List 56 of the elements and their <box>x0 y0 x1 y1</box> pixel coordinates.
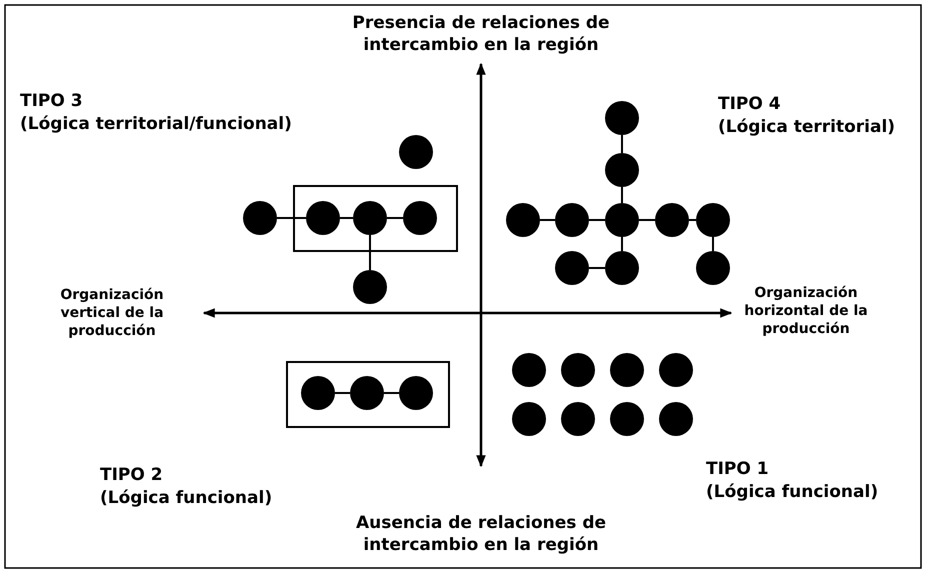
dot <box>696 203 730 237</box>
dot <box>399 135 433 169</box>
dot <box>555 203 589 237</box>
connector-line <box>540 219 555 221</box>
connector-line <box>340 217 353 219</box>
connector-line <box>335 392 350 394</box>
dot <box>353 201 387 235</box>
connector-line <box>589 219 605 221</box>
dot <box>605 101 639 135</box>
quadrant-label: (Lógica territorial) <box>718 116 896 138</box>
dot <box>659 353 693 387</box>
dot <box>561 353 595 387</box>
quadrant-label: TIPO 1 <box>706 458 769 480</box>
connector-line <box>689 219 696 221</box>
dot <box>561 402 595 436</box>
dot <box>659 402 693 436</box>
axis-label: Organización vertical de la producción <box>59 286 165 341</box>
axis-label: Presencia de relaciones de intercambio en la región <box>351 12 611 56</box>
quadrant-label: (Lógica territorial/funcional) <box>20 113 292 136</box>
dot <box>350 376 384 410</box>
connector-line <box>589 267 605 269</box>
dot <box>655 203 689 237</box>
dot <box>306 201 340 235</box>
dot <box>610 353 644 387</box>
dot <box>301 376 335 410</box>
dot <box>512 353 546 387</box>
dot <box>512 402 546 436</box>
dot <box>353 270 387 304</box>
axis-label: Organización horizontal de la producción <box>743 284 869 339</box>
dot <box>605 203 639 237</box>
dot <box>605 251 639 285</box>
group-frame <box>286 361 450 428</box>
quadrant-label: (Lógica funcional) <box>100 487 272 510</box>
connector-line <box>621 237 623 251</box>
dot <box>403 201 437 235</box>
dot <box>243 201 277 235</box>
connector-line <box>384 392 399 394</box>
quadrant-label: TIPO 4 <box>718 93 781 116</box>
dot <box>610 402 644 436</box>
connector-line <box>369 235 371 270</box>
connector-line <box>639 219 655 221</box>
axis-label: Ausencia de relaciones de intercambio en la región <box>354 512 608 556</box>
connector-line <box>621 187 623 203</box>
dot <box>399 376 433 410</box>
quadrant-label: TIPO 3 <box>20 90 83 112</box>
connector-line <box>387 217 403 219</box>
connector-line <box>712 237 714 251</box>
quadrant-label: TIPO 2 <box>100 464 163 486</box>
quadrant-label: (Lógica funcional) <box>706 481 878 504</box>
connector-line <box>621 135 623 153</box>
group-frame <box>293 185 458 252</box>
dot <box>555 251 589 285</box>
connector-line <box>277 217 306 219</box>
dot <box>696 251 730 285</box>
dot <box>506 203 540 237</box>
dot <box>605 153 639 187</box>
